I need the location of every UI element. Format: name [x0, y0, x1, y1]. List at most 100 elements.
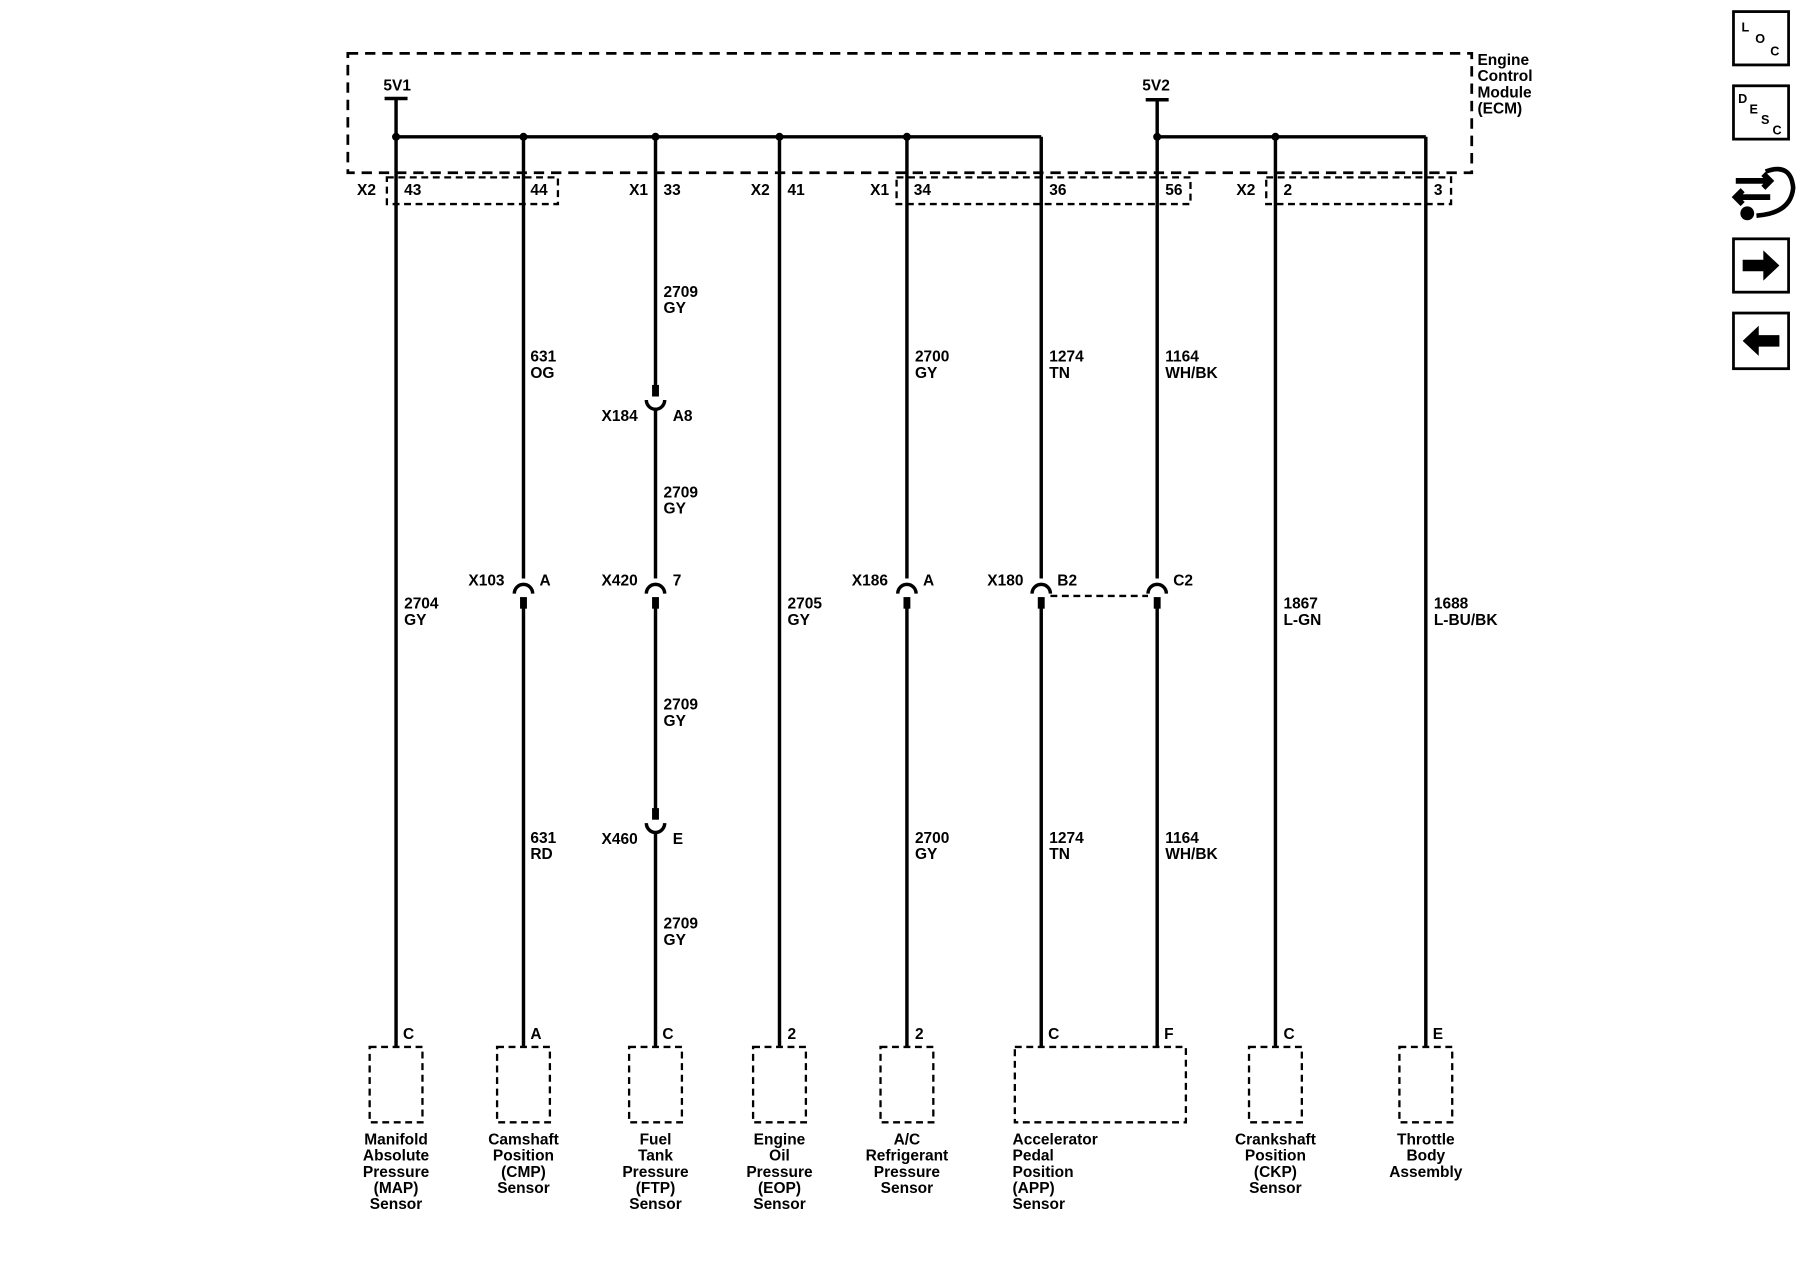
circuit-map: 2704 GY — [394, 136, 439, 1047]
component-map-label-3: Pressure — [363, 1164, 430, 1181]
connector-x1-ftp: X1 — [629, 182, 648, 199]
connector-x420: X420 — [602, 572, 639, 589]
ecm-label-line-4: (ECM) — [1477, 101, 1522, 118]
circuit-ac-lower-color: GY — [915, 846, 938, 863]
component-ckp-label-4: Sensor — [1249, 1180, 1302, 1197]
arrow-right-icon — [1742, 250, 1780, 281]
component-ac-label-3: Pressure — [874, 1164, 941, 1181]
component-ac-label-2: Refrigerant — [866, 1147, 949, 1164]
connector-swap-icon[interactable] — [1731, 166, 1796, 221]
component-ac-sensor: 2 A/C Refrigerant Pressure Sensor — [866, 1026, 949, 1197]
component-ckp-label-2: Position — [1245, 1147, 1306, 1164]
component-app-pin-f: F — [1164, 1026, 1173, 1043]
circuit-app-c-upper-color: TN — [1049, 365, 1070, 382]
connector-x103-pin: A — [540, 572, 551, 589]
component-ckp-label-1: Crankshaft — [1235, 1131, 1316, 1148]
back-button[interactable] — [1732, 311, 1790, 371]
component-ckp-pin: C — [1283, 1026, 1294, 1043]
component-map-label-2: Absolute — [363, 1147, 430, 1164]
circuit-app-c-lower-color: TN — [1049, 846, 1070, 863]
component-eop-label-4: (EOP) — [758, 1180, 801, 1197]
circuit-cmp-upper-number: 631 — [530, 349, 556, 366]
circuit-ftp-3-color: GY — [664, 713, 687, 730]
circuit-ckp-color: L-GN — [1283, 612, 1321, 629]
component-app-sensor: C F Accelerator Pedal Position (APP) Sen… — [1013, 1026, 1188, 1213]
desc-letter-s: S — [1761, 113, 1769, 127]
circuit-cmp-lower-color: RD — [530, 846, 552, 863]
circuit-eop-color: GY — [788, 612, 811, 629]
component-ftp-label-1: Fuel — [640, 1131, 672, 1148]
connector-x1-ac: X1 — [870, 182, 889, 199]
circuit-ac-lower-number: 2700 — [915, 830, 950, 847]
connector-x2-ckp: X2 — [1236, 182, 1255, 199]
connector-x184: X184 — [602, 408, 639, 425]
circuit-cmp-lower-number: 631 — [530, 830, 556, 847]
circuit-ftp-1-number: 2709 — [664, 284, 699, 301]
pin-36: 36 — [1049, 182, 1067, 199]
component-tb-label-1: Throttle — [1397, 1131, 1455, 1148]
ecm-label-line-1: Engine — [1477, 52, 1529, 69]
connector-x460: X460 — [602, 831, 639, 848]
circuit-cmp: 631 OG X103 A 631 RD — [468, 136, 557, 1047]
circuit-ac-upper-color: GY — [915, 365, 938, 382]
next-button[interactable] — [1732, 237, 1790, 294]
component-eop-label-1: Engine — [754, 1131, 806, 1148]
arrow-left-icon — [1742, 325, 1780, 356]
component-ftp-sensor: C Fuel Tank Pressure (FTP) Sensor — [622, 1026, 689, 1214]
component-ac-label-4: Sensor — [881, 1180, 934, 1197]
component-app-label-3: Position — [1013, 1164, 1074, 1181]
component-eop-label-5: Sensor — [753, 1196, 806, 1213]
loc-button[interactable]: L O C — [1732, 10, 1790, 67]
component-ftp-label-5: Sensor — [629, 1196, 682, 1213]
loc-letter-l: L — [1742, 20, 1750, 34]
component-ftp-pin: C — [662, 1026, 673, 1043]
connector-x460-pin: E — [673, 831, 683, 848]
pin-34: 34 — [914, 182, 932, 199]
desc-letter-e: E — [1750, 103, 1758, 117]
component-ftp-label-3: Pressure — [622, 1164, 689, 1181]
pin-44: 44 — [530, 182, 548, 199]
component-tb-label-2: Body — [1406, 1147, 1445, 1164]
pin-41: 41 — [788, 182, 806, 199]
circuit-ftp-4-number: 2709 — [664, 916, 699, 933]
component-app-label-1: Accelerator — [1013, 1131, 1098, 1148]
circuit-map-number: 2704 — [404, 596, 439, 613]
component-app-label-2: Pedal — [1013, 1147, 1054, 1164]
circuit-app-f-upper-color: WH/BK — [1165, 365, 1218, 382]
connector-x180-pin-c2: C2 — [1173, 572, 1193, 589]
circuit-app-c-lower-number: 1274 — [1049, 830, 1084, 847]
desc-button[interactable]: D E S C — [1732, 84, 1790, 141]
component-ac-pin: 2 — [915, 1026, 924, 1043]
component-throttle-body: E Throttle Body Assembly — [1389, 1026, 1463, 1181]
circuit-app-f-upper-number: 1164 — [1165, 349, 1199, 366]
component-app-pin-c: C — [1048, 1026, 1059, 1043]
loc-letter-o: O — [1755, 32, 1765, 46]
supply-5v2-label: 5V2 — [1142, 77, 1170, 94]
circuit-eop-number: 2705 — [788, 596, 823, 613]
circuit-ftp-1-color: GY — [664, 300, 687, 317]
supply-5v2: 5V2 — [1142, 77, 1426, 139]
component-cmp-label-3: (CMP) — [501, 1164, 546, 1181]
component-map-label-1: Manifold — [364, 1131, 428, 1148]
component-ckp-label-3: (CKP) — [1254, 1164, 1297, 1181]
circuit-tb: 1688 L-BU/BK — [1424, 136, 1498, 1047]
pin-33: 33 — [664, 182, 682, 199]
circuit-app-f-lower-number: 1164 — [1165, 830, 1199, 847]
circuit-ftp: 2709 GY X184 A8 2709 GY X420 7 2709 GY X… — [602, 136, 699, 1047]
component-app-label-4: (APP) — [1013, 1180, 1055, 1197]
component-cmp-pin: A — [530, 1026, 541, 1043]
circuit-map-color: GY — [404, 612, 427, 629]
component-eop-label-2: Oil — [769, 1147, 790, 1164]
circuit-ftp-2-color: GY — [664, 501, 687, 518]
component-eop-sensor: 2 Engine Oil Pressure (EOP) Sensor — [746, 1026, 813, 1214]
supply-5v1: 5V1 — [383, 77, 1042, 139]
component-ftp-label-4: (FTP) — [636, 1180, 676, 1197]
circuit-ac-upper-number: 2700 — [915, 349, 950, 366]
circuit-app-f-lower-color: WH/BK — [1165, 846, 1218, 863]
component-map-label-5: Sensor — [370, 1196, 423, 1213]
circuit-cmp-upper-color: OG — [530, 365, 554, 382]
desc-letter-c: C — [1773, 123, 1782, 137]
component-map-label-4: (MAP) — [374, 1180, 419, 1197]
connector-x180-pin-b2: B2 — [1057, 572, 1077, 589]
